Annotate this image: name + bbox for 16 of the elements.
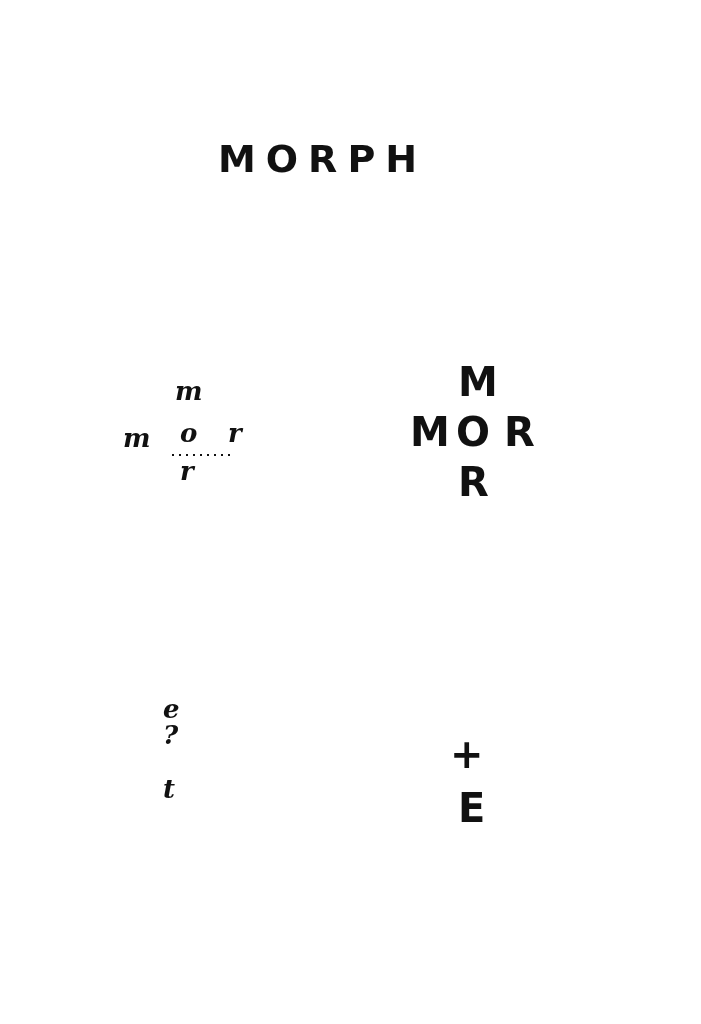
script-letter: r <box>180 458 194 484</box>
script-letter: e <box>163 696 180 722</box>
script-letter: m <box>175 378 203 404</box>
letter: + <box>450 734 484 774</box>
letter: M <box>410 412 450 452</box>
title: MORPH <box>218 140 428 178</box>
script-letter: ? <box>163 722 179 748</box>
letter: O <box>456 412 490 452</box>
script-letter: r <box>228 420 242 446</box>
script-letter: m <box>123 425 151 451</box>
script-letter: o <box>180 420 198 446</box>
letter: R <box>504 412 535 452</box>
letter: R <box>458 462 489 502</box>
script-letter: t <box>163 776 175 802</box>
letter: M <box>458 362 498 402</box>
letter: E <box>458 788 486 828</box>
